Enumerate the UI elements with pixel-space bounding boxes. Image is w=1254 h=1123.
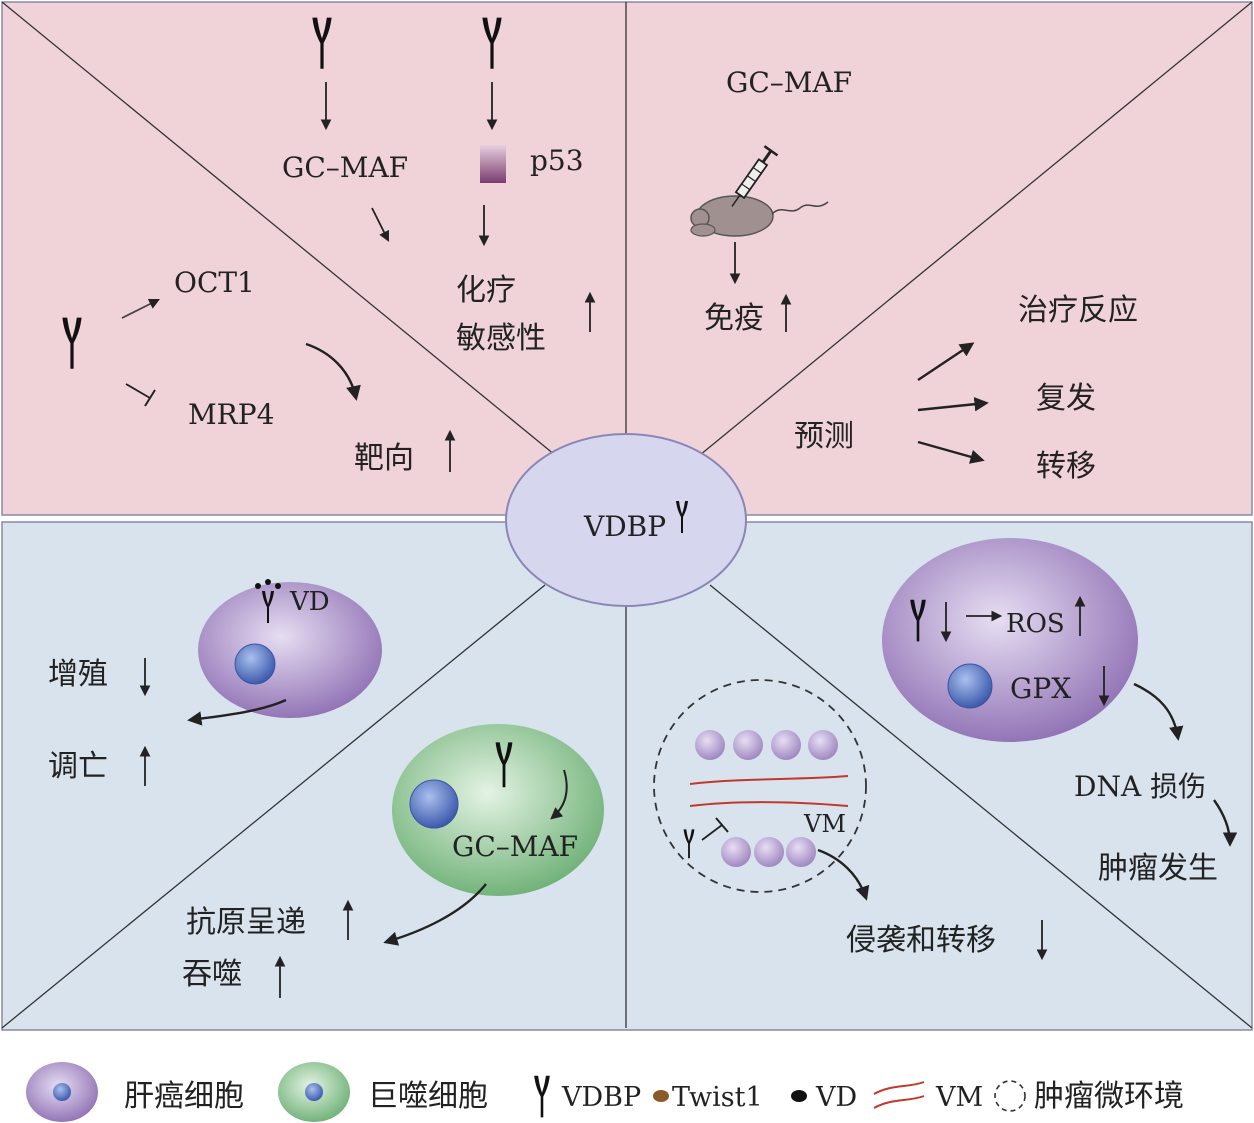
legend-tme-label: 肿瘤微环境 — [1034, 1079, 1184, 1114]
chemo-label-1: 化疗 — [456, 273, 516, 308]
macrophage-cell — [392, 724, 604, 896]
recurrence-label: 复发 — [1036, 381, 1096, 416]
proliferation-label: 增殖 — [48, 657, 108, 692]
tumor-cell-ball — [733, 730, 763, 760]
curved-arrow — [817, 848, 870, 901]
inhibit-arrow — [125, 383, 151, 399]
tumor-microenvironment-circle — [653, 679, 867, 893]
vd-label: VD — [289, 587, 330, 617]
metastasis-label: 转移 — [1036, 449, 1096, 484]
legend-tme-icon — [994, 1080, 1026, 1112]
legend-vdbp-label: VDBP — [561, 1082, 641, 1113]
ros-label: ROS — [1006, 609, 1065, 639]
legend-vd-label: VD — [815, 1082, 857, 1113]
curved-arrow — [1133, 682, 1184, 741]
inhibit-arrow — [701, 824, 723, 841]
phagocytosis-label: 吞噬 — [182, 957, 242, 992]
chemo-label-2: 敏感性 — [456, 321, 546, 356]
curved-arrow — [550, 769, 568, 820]
syringe-icon — [731, 145, 779, 207]
tumor-cell-ball — [754, 837, 784, 867]
targeting-label: 靶向 — [354, 441, 414, 476]
vm-line — [689, 775, 849, 785]
p53-label: p53 — [530, 144, 584, 177]
vdbp-center-ellipse — [505, 433, 747, 607]
invasion-metastasis-label: 侵袭和转移 — [846, 923, 996, 958]
curved-arrow — [383, 883, 487, 946]
hcc-cell — [882, 538, 1138, 742]
treatment-response-label: 治疗反应 — [1018, 293, 1138, 328]
antigen-presentation-label: 抗原呈递 — [186, 905, 306, 940]
legend-vm-icon — [873, 1081, 925, 1109]
tumor-cell-ball — [771, 730, 801, 760]
gcmaf-label: GC–MAF — [452, 830, 578, 863]
nucleus — [947, 663, 993, 709]
immunity-label: 免疫 — [704, 301, 764, 336]
arrow — [121, 299, 160, 319]
top-panel — [1, 1, 1253, 516]
arrow — [371, 207, 389, 242]
arrow — [917, 440, 985, 464]
nucleus — [409, 779, 459, 829]
tumorigenesis-label: 肿瘤发生 — [1098, 851, 1218, 886]
oct1-label: OCT1 — [174, 266, 255, 299]
legend-vdbp-icon — [534, 1075, 550, 1118]
curved-arrow — [305, 342, 361, 401]
tumor-cell-ball — [695, 730, 725, 760]
legend-twist1-label: Twist1 — [672, 1082, 763, 1113]
mrp4-label: MRP4 — [188, 398, 274, 431]
gcmaf-label: GC–MAF — [726, 66, 852, 99]
legend-vd-icon — [791, 1090, 807, 1102]
legend-hcc-label: 肝癌细胞 — [124, 1079, 244, 1114]
vm-line — [689, 801, 849, 807]
hcc-cell — [198, 582, 382, 718]
gpx-label: GPX — [1010, 672, 1071, 705]
vm-label: VM — [803, 810, 846, 838]
legend-vm-label: VM — [935, 1082, 983, 1113]
arrow — [917, 342, 975, 381]
mouse-icon — [690, 195, 829, 237]
tumor-cell-ball — [721, 837, 751, 867]
predict-label: 预测 — [794, 419, 854, 454]
p53-block — [480, 145, 506, 183]
legend-twist1-icon — [653, 1090, 669, 1102]
dna-damage-label: DNA 损伤 — [1074, 770, 1206, 803]
legend: 肝癌细胞 巨噬细胞 VDBP Twist1 VD VM 肿瘤微环境 — [26, 1062, 1184, 1122]
center-label: VDBP — [583, 510, 666, 543]
nucleus — [234, 643, 276, 685]
tumor-cell-ball — [808, 730, 838, 760]
apoptosis-label: 调亡 — [48, 749, 108, 784]
legend-macrophage-label: 巨噬细胞 — [368, 1079, 488, 1114]
curved-arrow — [187, 698, 287, 726]
arrow — [917, 397, 989, 412]
curved-arrow — [1213, 799, 1238, 847]
tumor-cell-ball — [786, 837, 816, 867]
gcmaf-label: GC–MAF — [282, 151, 408, 184]
